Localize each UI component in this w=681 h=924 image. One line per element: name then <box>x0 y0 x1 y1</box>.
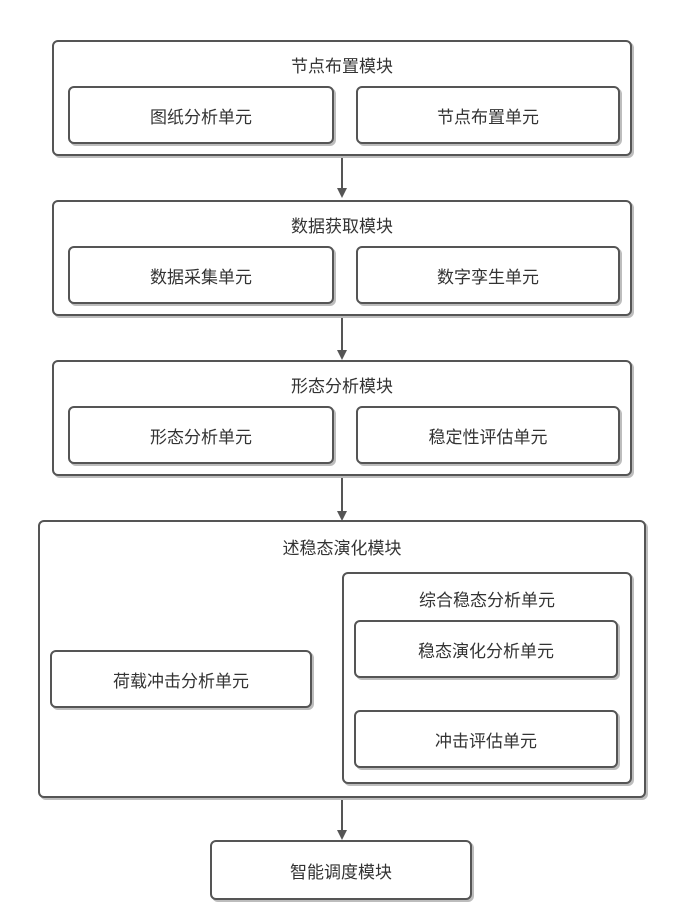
composite-steady-state-unit: 综合稳态分析单元 稳态演化分析单元 冲击评估单元 <box>342 572 632 784</box>
node-layout-unit: 节点布置单元 <box>356 86 620 144</box>
data-acquisition-module: 数据获取模块 数据采集单元 数字孪生单元 <box>52 200 632 316</box>
steady-state-evolution-unit: 稳态演化分析单元 <box>354 620 618 678</box>
steady-state-module: 述稳态演化模块 荷载冲击分析单元 综合稳态分析单元 稳态演化分析单元 冲击评估单… <box>38 520 646 798</box>
load-impact-analysis-unit: 荷载冲击分析单元 <box>50 650 312 708</box>
impact-assessment-unit: 冲击评估单元 <box>354 710 618 768</box>
data-acquisition-module-title: 数据获取模块 <box>54 212 630 237</box>
stability-assessment-unit: 稳定性评估单元 <box>356 406 620 464</box>
data-collection-unit: 数据采集单元 <box>68 246 334 304</box>
node-layout-module-title: 节点布置模块 <box>54 52 630 77</box>
composite-steady-state-title: 综合稳态分析单元 <box>344 586 630 611</box>
morphology-module-title: 形态分析模块 <box>54 372 630 397</box>
node-layout-module: 节点布置模块 图纸分析单元 节点布置单元 <box>52 40 632 156</box>
morphology-analysis-unit: 形态分析单元 <box>68 406 334 464</box>
digital-twin-unit: 数字孪生单元 <box>356 246 620 304</box>
morphology-module: 形态分析模块 形态分析单元 稳定性评估单元 <box>52 360 632 476</box>
drawing-analysis-unit: 图纸分析单元 <box>68 86 334 144</box>
steady-state-module-title: 述稳态演化模块 <box>40 534 644 559</box>
intelligent-scheduling-module: 智能调度模块 <box>210 840 472 900</box>
